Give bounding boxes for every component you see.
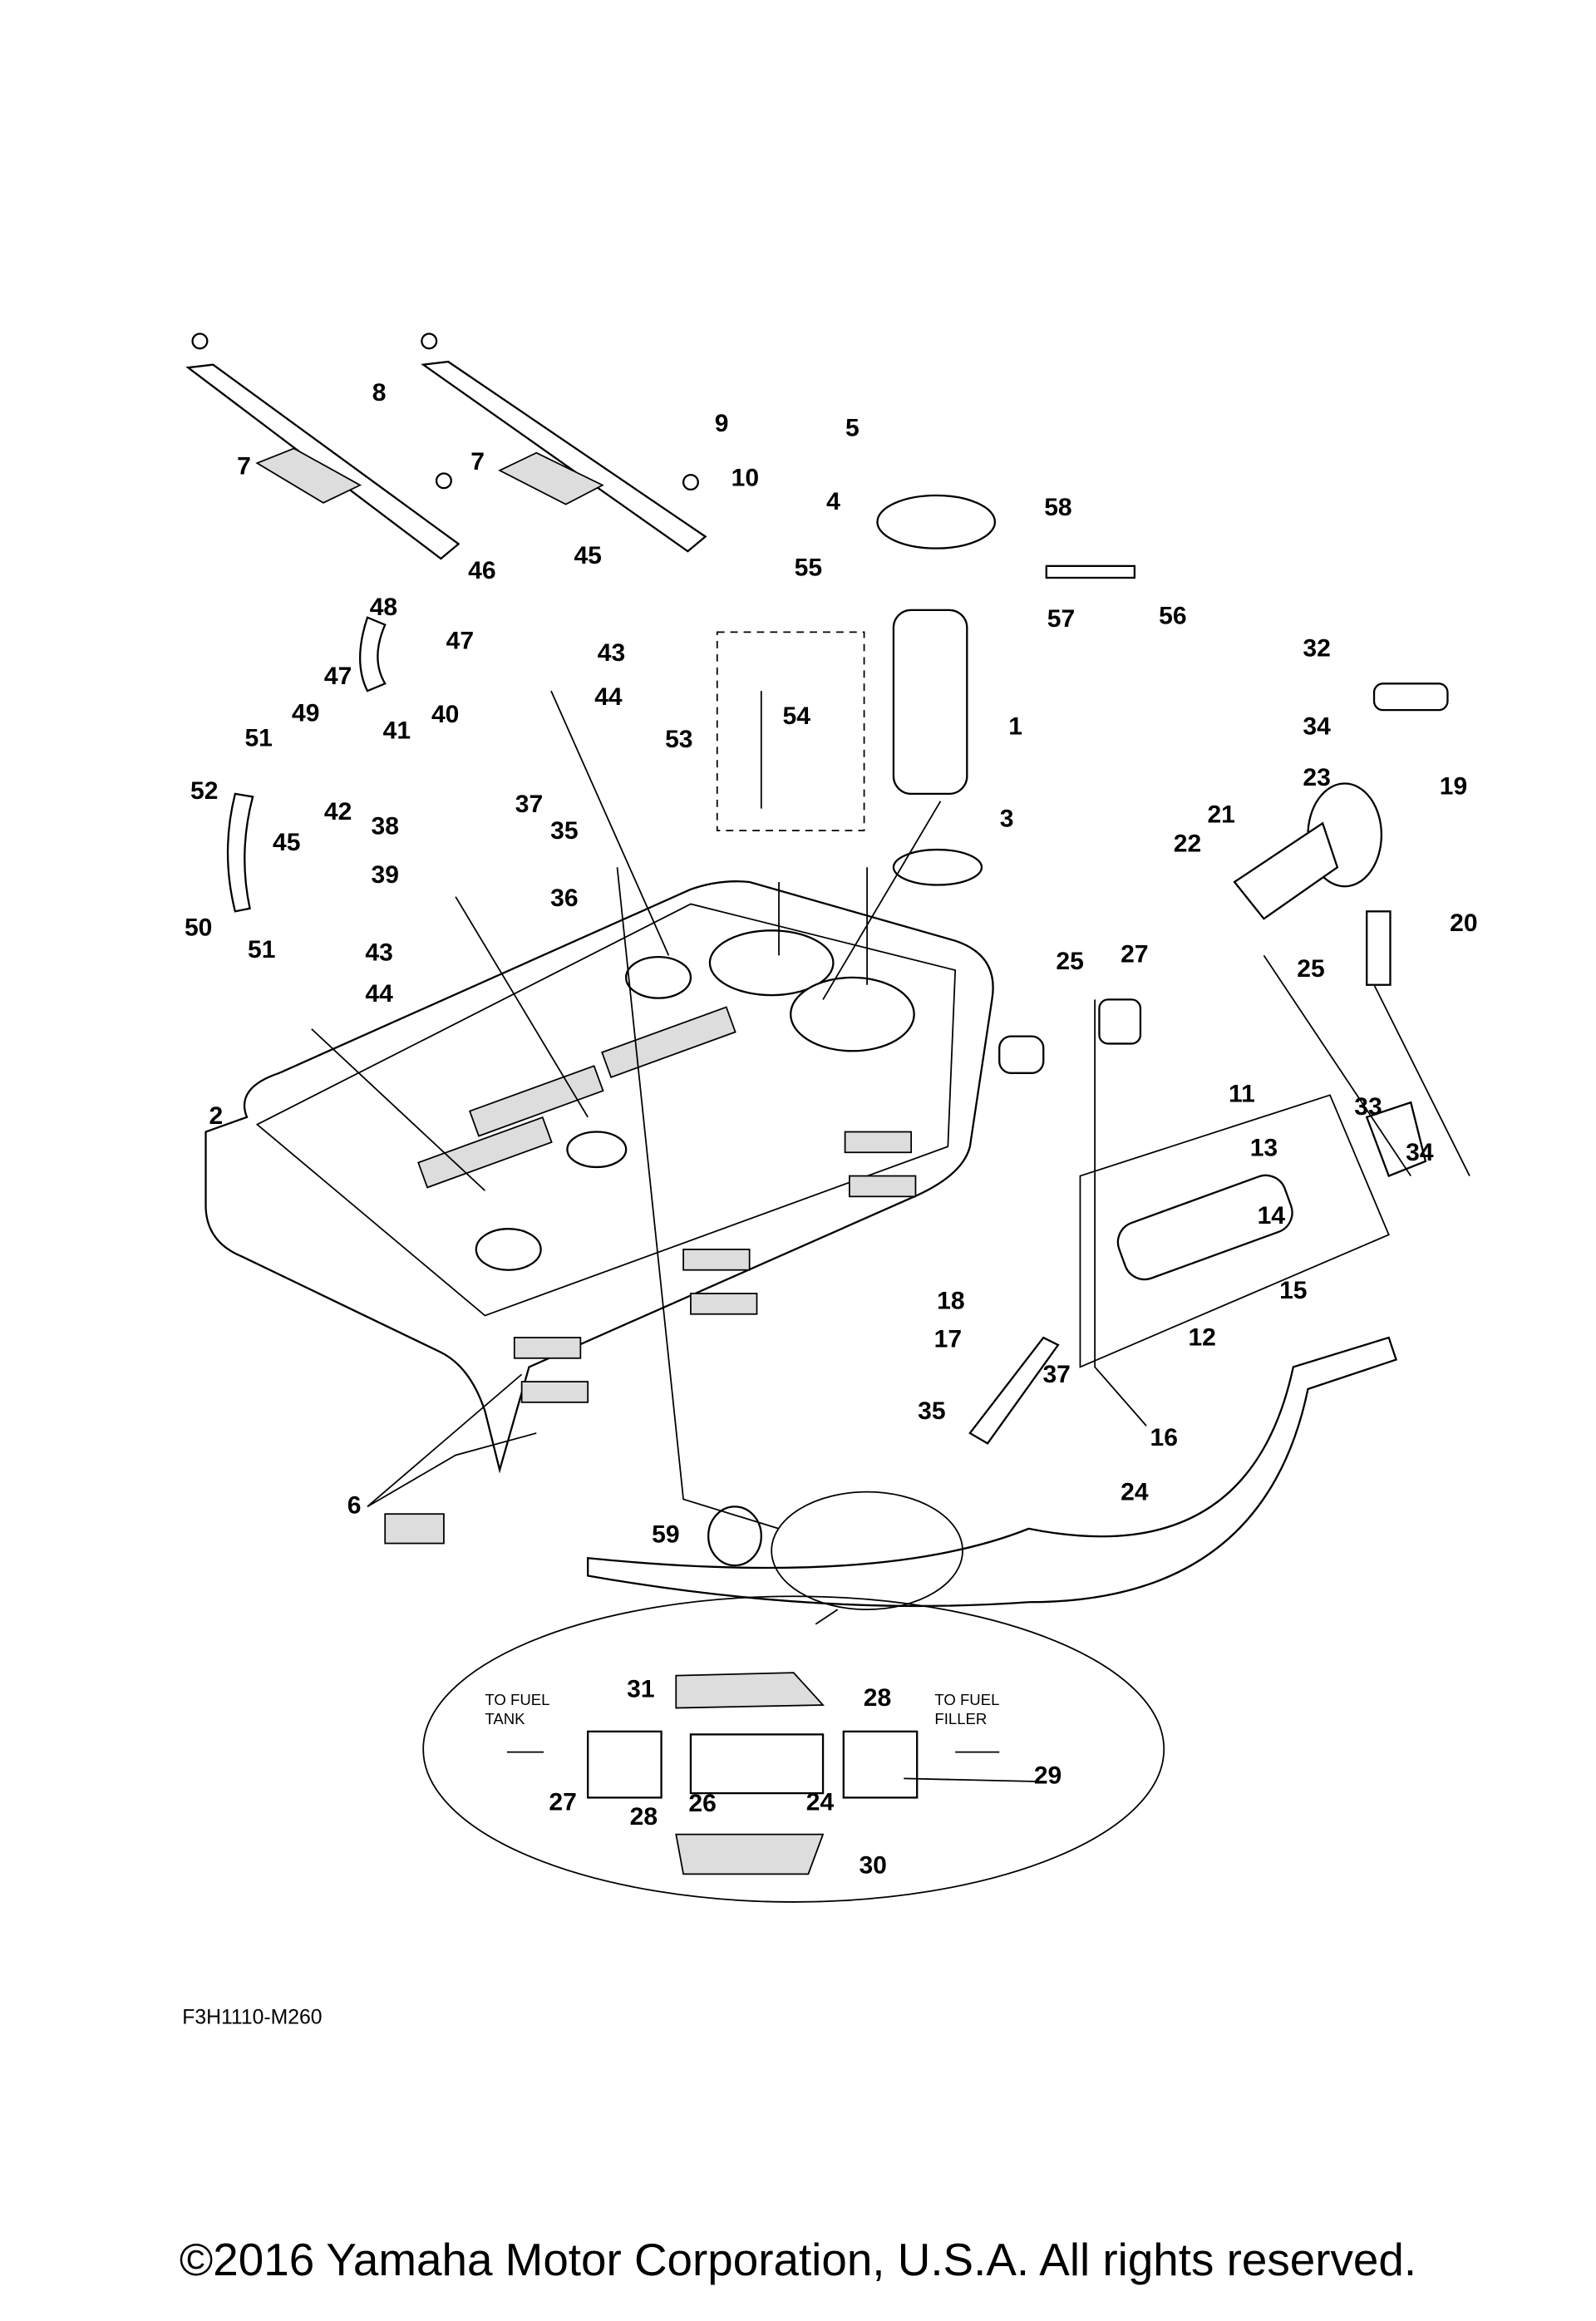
callout-31: 31 — [627, 1675, 654, 1703]
callout-10: 10 — [732, 464, 759, 491]
callout-50: 50 — [185, 914, 212, 941]
callout-56: 56 — [1159, 603, 1186, 630]
callout-43: 43 — [365, 939, 392, 967]
callout-37: 37 — [515, 791, 543, 818]
callout-43: 43 — [598, 639, 625, 667]
callout-27: 27 — [549, 1788, 576, 1816]
callout-30: 30 — [859, 1851, 886, 1879]
callout-13: 13 — [1250, 1135, 1278, 1162]
callout-7: 7 — [470, 448, 485, 476]
callout-51: 51 — [244, 724, 272, 751]
callout-11: 11 — [1229, 1080, 1255, 1107]
callout-28: 28 — [630, 1803, 658, 1831]
callout-57: 57 — [1047, 605, 1075, 633]
callout-25: 25 — [1056, 948, 1083, 975]
callout-4: 4 — [826, 488, 840, 515]
note-to-fuel-filler-1: TO FUEL — [934, 1691, 999, 1708]
callout-32: 32 — [1303, 635, 1330, 663]
callout-33: 33 — [1354, 1093, 1382, 1121]
callout-37: 37 — [1042, 1361, 1070, 1388]
callout-54: 54 — [783, 702, 811, 730]
callout-22: 22 — [1174, 830, 1201, 858]
callout-2: 2 — [209, 1102, 224, 1130]
callout-26: 26 — [688, 1790, 716, 1817]
callout-59: 59 — [652, 1521, 679, 1549]
callout-48: 48 — [370, 594, 397, 621]
callout-47: 47 — [324, 663, 352, 690]
callout-28: 28 — [864, 1684, 891, 1712]
diagram-artwork — [185, 333, 1470, 1903]
note-to-fuel-tank-1: TO FUEL — [485, 1691, 549, 1708]
callout-24: 24 — [1121, 1478, 1149, 1505]
copyright: ©2016 Yamaha Motor Corporation, U.S.A. A… — [180, 2234, 1416, 2285]
callout-8: 8 — [372, 379, 387, 407]
callout-14: 14 — [1258, 1202, 1286, 1229]
callout-45: 45 — [273, 829, 300, 856]
callout-3: 3 — [1000, 806, 1014, 833]
callout-53: 53 — [665, 726, 692, 753]
callout-58: 58 — [1044, 494, 1071, 521]
inset-notes: TO FUEL TANK TO FUEL FILLER — [485, 1691, 999, 1727]
callout-49: 49 — [292, 699, 319, 727]
callout-17: 17 — [934, 1326, 962, 1353]
callout-9: 9 — [715, 410, 729, 437]
callout-21: 21 — [1207, 801, 1234, 828]
note-to-fuel-tank-2: TANK — [485, 1710, 525, 1727]
callout-34: 34 — [1406, 1139, 1434, 1166]
callout-24: 24 — [806, 1788, 835, 1816]
callout-25: 25 — [1297, 955, 1324, 983]
callout-34: 34 — [1303, 712, 1331, 740]
callout-47: 47 — [446, 628, 474, 655]
callout-36: 36 — [550, 885, 578, 912]
callout-52: 52 — [190, 777, 218, 805]
callout-27: 27 — [1121, 940, 1148, 968]
callout-20: 20 — [1450, 909, 1477, 937]
callout-44: 44 — [594, 683, 623, 711]
callout-7: 7 — [237, 452, 251, 480]
callout-15: 15 — [1279, 1277, 1307, 1304]
callout-45: 45 — [574, 542, 601, 569]
drawing-code: F3H1110-M260 — [182, 2007, 322, 2029]
callout-42: 42 — [324, 798, 352, 825]
callout-29: 29 — [1034, 1762, 1062, 1790]
callout-41: 41 — [383, 717, 411, 745]
callout-51: 51 — [248, 936, 275, 963]
callout-5: 5 — [845, 414, 860, 441]
callout-19: 19 — [1440, 773, 1467, 801]
note-to-fuel-filler-2: FILLER — [934, 1710, 987, 1727]
callout-6: 6 — [347, 1491, 362, 1519]
callout-44: 44 — [365, 980, 393, 1008]
callout-12: 12 — [1188, 1324, 1215, 1352]
callout-38: 38 — [371, 812, 398, 840]
callout-55: 55 — [795, 554, 822, 581]
callout-40: 40 — [431, 701, 459, 728]
callout-46: 46 — [468, 557, 495, 584]
callout-23: 23 — [1303, 764, 1330, 791]
callout-35: 35 — [918, 1397, 945, 1425]
callout-39: 39 — [371, 861, 398, 889]
callout-1: 1 — [1008, 712, 1022, 740]
callout-18: 18 — [937, 1288, 964, 1315]
callout-35: 35 — [550, 817, 578, 845]
callout-16: 16 — [1150, 1424, 1178, 1451]
